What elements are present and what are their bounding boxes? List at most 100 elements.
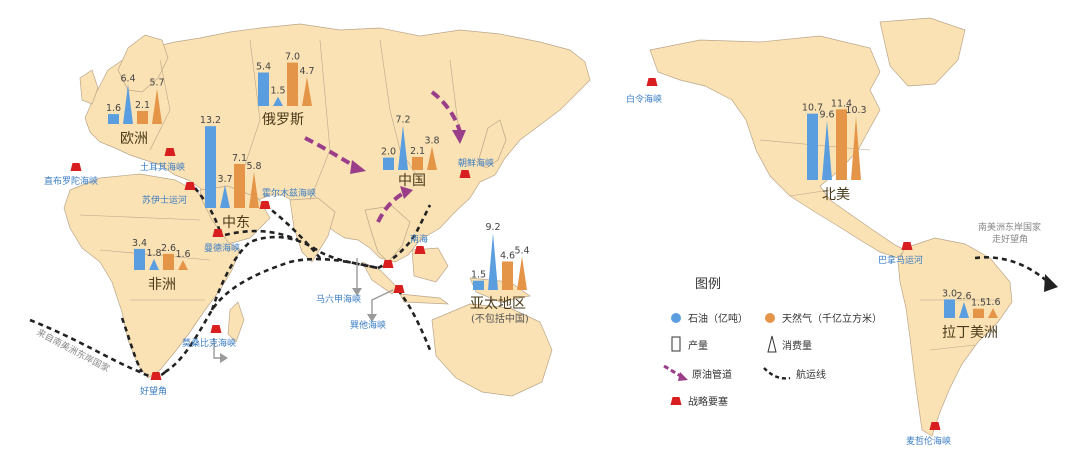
chokepoint-icon: [259, 201, 271, 209]
region-latam-gas_cons-triangle: [988, 308, 998, 318]
region-apac-gas_prod-label: 4.6: [500, 250, 515, 261]
chokepoint-icon: [646, 78, 658, 86]
region-china-gas_cons-label: 3.8: [424, 135, 439, 146]
region-latam-gas_cons-label: 1.6: [985, 297, 1000, 308]
region-mideast-name: 中东: [222, 215, 250, 231]
chokepoint-icon: [70, 163, 82, 171]
legend-title: 图例: [695, 277, 721, 292]
region-mideast-oil_prod-label: 13.2: [200, 115, 221, 126]
legend-production: 产量: [688, 339, 708, 352]
region-china-oil_cons-label: 7.2: [395, 114, 410, 125]
region-latam-gas_prod-bar: [973, 308, 984, 318]
chokepoint-symbol: [670, 397, 682, 405]
land-greenland: [879, 17, 966, 87]
chokepoint-hormuz: 霍尔木兹海峡: [259, 187, 316, 209]
pipeline-myanmar-china: [376, 190, 407, 223]
chokepoint-suez-label: 苏伊士运河: [142, 194, 187, 206]
region-china-oil_prod-bar: [383, 157, 394, 170]
pipeline-symbol-head: [678, 372, 688, 381]
region-latam-oil_cons-triangle: [959, 301, 969, 318]
legend-chokepoint: 战略要塞: [688, 395, 728, 408]
region-apac-gas_cons-label: 5.4: [514, 246, 529, 257]
border-line: [99, 249, 211, 261]
chokepoint-korea: 朝鲜海峡: [458, 157, 494, 178]
consumption-symbol: [767, 335, 777, 353]
chokepoint-malacca: 马六甲海峡: [316, 260, 394, 305]
chokepoint-icon: [901, 242, 913, 250]
shipping-route: [194, 187, 222, 233]
region-europe-gas_cons-triangle: [152, 88, 162, 124]
chokepoint-gibraltar: 直布罗陀海峡: [44, 163, 98, 187]
region-namerica: 10.79.611.410.3北美: [802, 98, 867, 203]
country-borders: [79, 39, 1000, 351]
chokepoint-hormuz-label: 霍尔木兹海峡: [262, 187, 316, 199]
chokepoint-gibraltar-label: 直布罗陀海峡: [44, 175, 98, 187]
region-namerica-gas_cons-triangle: [851, 116, 861, 180]
pipeline-northeast: [430, 90, 462, 133]
route-arrowhead: [1044, 274, 1058, 292]
chokepoint-mandeb: 曼德海峡: [204, 229, 240, 254]
grey-arrow: [213, 338, 222, 359]
region-apac-oil_prod-label: 1.5: [471, 270, 486, 281]
region-china: 2.07.22.13.8中国: [381, 114, 440, 189]
chokepoints-layer: 直布罗陀海峡土耳其海峡苏伊士运河霍尔木兹海峡曼德海峡马六甲海峡巽他海峡南海朝鲜海…: [44, 78, 951, 447]
grey-arrowhead: [367, 314, 377, 322]
region-mideast-oil_cons-triangle: [220, 185, 230, 208]
legend-oil: 石油（亿吨）: [688, 312, 748, 325]
border-line: [149, 59, 171, 151]
region-latam-oil_prod-label: 3.0: [942, 288, 957, 299]
region-apac-gas_cons-triangle: [517, 256, 527, 290]
landmasses: [63, 17, 1013, 437]
land-madagascar: [227, 301, 245, 343]
region-europe-name: 欧洲: [120, 131, 148, 147]
grey-arrow: [371, 289, 394, 316]
legend: 图例 石油（亿吨） 天然气（千亿立方米） 产量 消费量 原油管道 航运线 战略要…: [663, 277, 882, 408]
legend-oil-dot: [671, 313, 681, 323]
region-russia-oil_prod-label: 5.4: [256, 62, 271, 73]
chokepoint-mozambique: 莫桑比克海峡: [182, 325, 236, 349]
region-russia-gas_cons-triangle: [302, 76, 312, 106]
region-mideast-oil_cons-label: 3.7: [217, 174, 232, 185]
regions-layer: 1.66.42.15.7欧洲5.41.57.04.7俄罗斯13.23.77.15…: [106, 52, 1001, 341]
region-namerica-oil_cons-label: 9.6: [819, 109, 834, 120]
region-namerica-gas_prod-bar: [836, 109, 847, 180]
region-china-oil_cons-triangle: [398, 125, 408, 170]
region-russia-gas_cons-label: 4.7: [299, 66, 314, 77]
region-china-gas_prod-label: 2.1: [410, 146, 425, 157]
region-china-gas_prod-bar: [412, 156, 423, 170]
region-russia-oil_cons-label: 1.5: [270, 86, 285, 97]
region-latam-gas_prod-label: 1.5: [971, 298, 986, 309]
land-borneo: [411, 247, 449, 283]
border-line: [309, 39, 331, 201]
region-russia-oil_cons-triangle: [273, 96, 283, 106]
shipping-route: [224, 229, 299, 242]
region-africa-gas_cons-label: 1.6: [175, 249, 190, 260]
shipping-route: [974, 256, 1049, 283]
region-africa-oil_cons-label: 1.8: [146, 248, 161, 259]
chokepoint-malacca-label: 马六甲海峡: [316, 293, 361, 305]
chokepoint-bering-label: 白令海峡: [626, 93, 662, 105]
land-japan: [477, 119, 507, 169]
shipping-route: [396, 289, 432, 351]
chokepoint-icon: [150, 372, 162, 380]
legend-consumption: 消费量: [782, 339, 812, 352]
note-east-route-1: 南美洲东岸国家: [978, 221, 1041, 233]
chokepoint-sunda: 巽他海峡: [350, 285, 405, 331]
region-europe-oil_cons-label: 6.4: [120, 73, 135, 84]
route-arrows: [213, 258, 1058, 363]
region-namerica-oil_cons-triangle: [822, 120, 832, 180]
shipping-route: [264, 203, 321, 259]
grey-arrowhead: [220, 353, 228, 363]
region-mideast-gas_cons-label: 5.8: [246, 161, 261, 172]
land-indochina: [364, 205, 411, 263]
chokepoint-magellan-label: 麦哲伦海峡: [906, 435, 951, 447]
chokepoint-bering: 白令海峡: [626, 78, 662, 105]
legend-gas-dot: [765, 313, 775, 323]
region-russia-name: 俄罗斯: [262, 112, 304, 128]
region-africa-oil_prod-bar: [134, 248, 145, 270]
